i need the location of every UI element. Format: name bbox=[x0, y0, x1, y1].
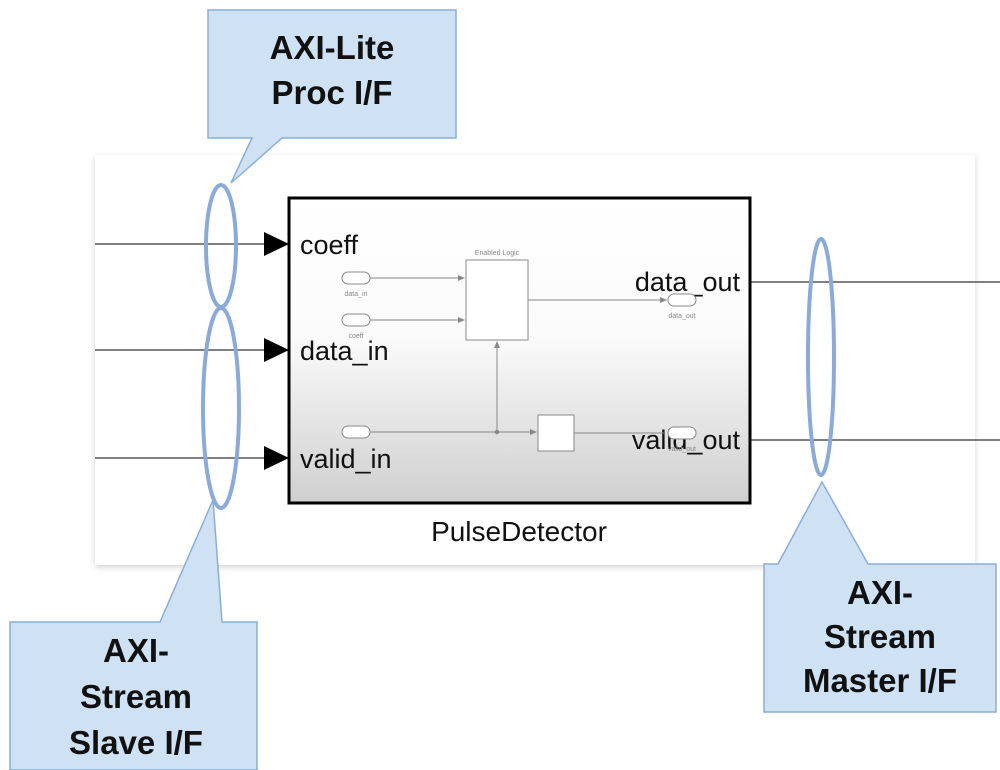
ellipse-axi-stream-master bbox=[806, 237, 836, 477]
callout-axi-stream-slave-shape bbox=[9, 499, 258, 770]
callout-axi-lite-line2: Proc I/F bbox=[271, 74, 392, 111]
inner-outport-label-data-out: data_out bbox=[668, 313, 695, 320]
callout-axi-stream-master: AXI- Stream Master I/F bbox=[763, 480, 997, 713]
inner-enabled-logic bbox=[465, 259, 529, 341]
port-label-coeff: coeff bbox=[300, 230, 359, 260]
interface-ellipses bbox=[201, 183, 836, 510]
callout-axi-stream-master-shape bbox=[763, 480, 997, 713]
inner-inport-label-coeff: coeff bbox=[348, 333, 363, 340]
callout-axi-stream-slave-line2: Stream bbox=[80, 678, 192, 715]
inner-arrow-5 bbox=[660, 297, 667, 303]
callout-axi-stream-slave-line3: Slave I/F bbox=[69, 724, 203, 761]
callout-axi-lite-shape bbox=[207, 9, 457, 184]
callout-axi-lite: AXI-Lite Proc I/F bbox=[207, 9, 457, 184]
callout-axi-stream-master-line2: Stream bbox=[824, 618, 936, 655]
callout-axi-lite-line1: AXI-Lite bbox=[270, 29, 395, 66]
inner-arrow-2 bbox=[458, 317, 465, 323]
inner-thumbnail bbox=[341, 259, 697, 452]
callout-axi-stream-slave: AXI- Stream Slave I/F bbox=[9, 499, 258, 770]
arrowhead-coeff bbox=[264, 232, 289, 256]
inner-small-block bbox=[537, 414, 575, 452]
port-label-data-out: data_out bbox=[635, 267, 741, 297]
input-arrowheads bbox=[264, 232, 289, 470]
inner-outport-data-out bbox=[667, 293, 697, 307]
pulse-detector-block[interactable]: coeff data_in valid_in data_out valid_ou… bbox=[287, 196, 752, 505]
block-body[interactable] bbox=[287, 196, 752, 505]
arrowhead-valid-in bbox=[264, 446, 289, 470]
callout-axi-stream-master-line1: AXI- bbox=[847, 574, 913, 611]
port-label-data-in: data_in bbox=[300, 336, 389, 366]
arrowhead-data-in bbox=[264, 338, 289, 362]
ellipse-axi-stream-slave bbox=[201, 306, 241, 510]
inner-enabled-logic-label: Enabled Logic bbox=[475, 250, 520, 257]
inner-arrow-1 bbox=[458, 275, 465, 281]
inner-inport-label-data-in: data_in bbox=[345, 291, 368, 298]
inner-inport-coeff bbox=[341, 313, 371, 327]
inner-branch-point bbox=[494, 429, 500, 435]
inner-outport-label-valid-out: valid_out bbox=[668, 446, 696, 453]
inner-outport-valid-out bbox=[667, 426, 697, 440]
block-name-label: PulseDetector bbox=[431, 516, 607, 547]
inner-inport-data-in bbox=[341, 271, 371, 285]
callout-axi-stream-master-line3: Master I/F bbox=[803, 662, 957, 699]
inner-arrow-4 bbox=[494, 341, 500, 348]
inner-arrow-3 bbox=[530, 429, 537, 435]
port-label-valid-in: valid_in bbox=[300, 444, 392, 474]
inner-inport-valid-in bbox=[341, 425, 371, 439]
callout-axi-stream-slave-line1: AXI- bbox=[103, 632, 169, 669]
